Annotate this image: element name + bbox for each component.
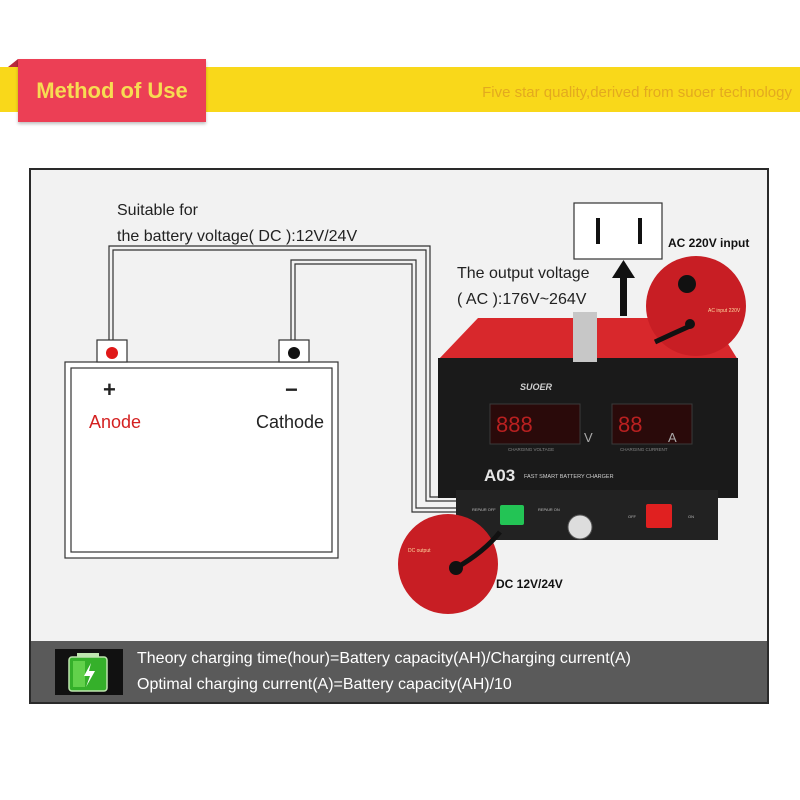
dc-inset-text: DC output [408,548,431,554]
suitable-line2: the battery voltage( DC ):12V/24V [117,228,358,245]
anode-terminal-dot [106,347,118,359]
adjust-knob-icon [567,514,593,540]
current-unit: A [668,430,677,445]
formula-footer: Theory charging time(hour)=Battery capac… [29,641,769,704]
badge-fold [8,59,18,67]
battery [64,339,339,559]
cathode-terminal-dot [288,347,300,359]
formula-line2: Optimal charging current(A)=Battery capa… [137,676,512,693]
voltage-unit: V [584,430,593,445]
cathode-wire-outer [290,259,462,509]
dc-output-inset: DC output [398,514,502,614]
anode-symbol: + [103,377,116,402]
anode-wire-inner [112,249,462,502]
off-label: OFF [628,514,637,519]
battery-charging-icon [55,649,123,695]
output-line2: ( AC ):176V~264V [457,291,587,308]
ac-input-inset: AC input 220V [646,256,746,356]
arrow-up-icon [612,260,635,316]
cathode-label: Cathode [256,412,325,432]
output-line1: The output voltage [457,265,590,282]
anode-label: Anode [89,412,142,432]
ac-input-label: AC 220V input [668,236,750,250]
charger-brand: SUOER [520,382,553,392]
page-title: Method of Use [18,59,206,122]
cathode-symbol: − [285,377,298,402]
dc-output-label: DC 12V/24V [496,577,563,591]
charger-device: SUOER 888 88 V A CHARGING VOLTAGE CHARGI… [438,312,738,540]
repair-off-label: REPAIR OFF [472,507,496,512]
suitable-line1: Suitable for [117,202,198,219]
cathode-wire-inner [294,263,462,513]
voltage-readout: 888 [496,412,533,437]
tagline: Five star quality,derived from suoer tec… [482,84,792,101]
wall-socket-icon [573,202,663,260]
current-readout: 88 [618,412,642,437]
repair-on-label: REPAIR ON [538,507,560,512]
formula-line1: Theory charging time(hour)=Battery capac… [137,650,631,667]
power-switch-icon [646,504,672,528]
charger-subtitle: FAST SMART BATTERY CHARGER [524,474,614,480]
current-caption: CHARGING CURRENT [620,447,668,452]
on-label: ON [688,514,694,519]
charger-model: A03 [484,466,515,485]
ac-inset-text: AC input 220V [708,308,741,314]
voltage-caption: CHARGING VOLTAGE [508,447,554,452]
repair-switch-icon [500,505,524,525]
